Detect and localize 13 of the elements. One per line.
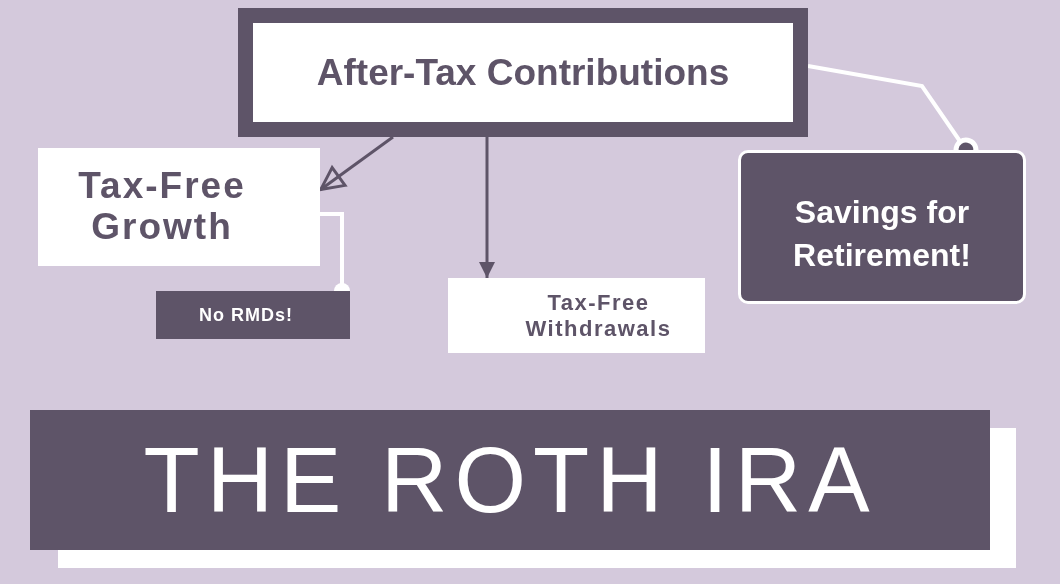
title-banner: THE ROTH IRA <box>30 410 990 550</box>
node-text: Tax-Free Withdrawals <box>524 290 673 341</box>
process-box <box>238 8 808 137</box>
node-text: Savings for Retirement! <box>792 192 972 275</box>
callout-box <box>738 150 1026 304</box>
node-text: Tax-Free Growth <box>77 166 247 248</box>
arrow <box>479 137 495 278</box>
note-box <box>156 291 350 339</box>
process-box <box>448 278 705 353</box>
node-text: No RMDs! <box>199 304 293 326</box>
node-text: After-Tax Contributions <box>316 51 730 94</box>
arrow <box>319 135 394 192</box>
process-box <box>38 148 320 266</box>
